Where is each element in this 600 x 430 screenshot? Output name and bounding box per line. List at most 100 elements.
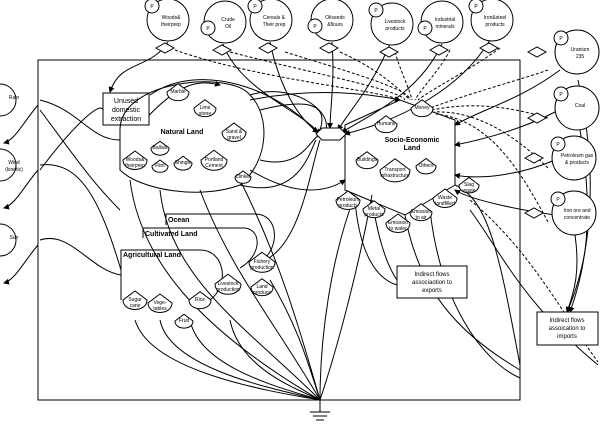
left-source-1: Wind(kinetic) (0, 148, 39, 210)
svg-text:Cereals &: Cereals & (263, 15, 286, 21)
money-flow-line (417, 47, 501, 101)
price-node (550, 136, 566, 152)
money-flow-line (435, 113, 549, 223)
flow-line (149, 79, 317, 133)
svg-text:minerals: minerals (436, 24, 455, 30)
flow-line (229, 319, 321, 401)
price-node (553, 30, 569, 46)
svg-text:extraction: extraction (111, 116, 141, 123)
flow-line (39, 109, 121, 211)
flow-line (39, 107, 104, 171)
flow-line (39, 237, 122, 276)
flow-control-valve (318, 42, 340, 54)
svg-text:concentrate: concentrate (564, 215, 590, 221)
flow-control-valve (526, 112, 548, 124)
money-flow-line (429, 69, 549, 109)
natural-land-store: Flint (151, 159, 169, 173)
land-store: Vege-tables (147, 293, 173, 313)
svg-text:Ocean: Ocean (168, 217, 189, 224)
svg-text:Fruit: Fruit (179, 318, 190, 324)
svg-text:Oilseeds: Oilseeds (325, 15, 345, 21)
svg-text:235: 235 (576, 54, 585, 60)
flow-line (159, 319, 321, 401)
svg-text:P: P (150, 4, 154, 10)
flow-line (259, 103, 323, 131)
natural-land-store: Marble (166, 83, 190, 102)
price-node (553, 86, 569, 102)
svg-text:to water: to water (389, 226, 407, 232)
flow-line (259, 135, 319, 163)
svg-text:imports: imports (557, 334, 577, 340)
flow-line (129, 179, 321, 401)
svg-text:Coal: Coal (575, 103, 585, 109)
flow-line (239, 139, 317, 189)
money-flow-line (469, 199, 599, 363)
land-store: Rice (188, 291, 212, 310)
natural-land-store: Clinker (234, 170, 252, 184)
price-node (550, 191, 566, 207)
svg-text:Sugar: Sugar (128, 297, 142, 303)
svg-text:P: P (206, 26, 210, 32)
svg-text:production: production (250, 265, 274, 271)
flow-control-valve (428, 44, 450, 56)
svg-text:Agricultural Land: Agricultural Land (123, 252, 181, 259)
flow-control-valve (526, 46, 548, 58)
svg-text:Marble: Marble (170, 89, 186, 95)
svg-text:Portland: Portland (205, 157, 224, 163)
svg-text:Their prep: Their prep (263, 22, 286, 28)
flow-line (199, 189, 321, 401)
svg-text:Emission: Emission (411, 209, 432, 215)
price-node (468, 0, 484, 14)
land-layers: Ocean Cultivated Land Agricultural Land (120, 213, 275, 301)
svg-text:Crude: Crude (221, 17, 235, 23)
indirect-imports-box: Indirect flows assoication to imports (536, 311, 599, 346)
flow-control-valve (154, 42, 176, 54)
svg-text:production: production (216, 287, 240, 293)
svg-text:P: P (556, 197, 560, 203)
natural-land-store: Ballast (150, 140, 170, 156)
socio-economic-store: Humans (374, 115, 398, 134)
flow-line (269, 279, 321, 401)
svg-text:Ballast: Ballast (152, 145, 168, 151)
svg-text:Clinker: Clinker (235, 174, 251, 180)
flow-line (327, 41, 334, 129)
svg-text:Flint: Flint (155, 163, 165, 169)
price-node (247, 0, 263, 14)
socio-economic-land: Socio-Economic Land (344, 99, 456, 216)
svg-text:Shingle: Shingle (175, 160, 192, 166)
svg-text:Land: Land (404, 145, 421, 152)
flow-control-valve (523, 152, 545, 164)
flow-line (454, 159, 556, 179)
money-flow-line (433, 111, 549, 169)
svg-text:to air: to air (415, 215, 426, 221)
svg-text:theirprep: theirprep (125, 163, 145, 169)
flow-line (239, 179, 321, 401)
svg-text:landfilled: landfilled (435, 201, 455, 207)
svg-text:Cement: Cement (205, 163, 223, 169)
svg-text:products: products (338, 203, 358, 209)
svg-text:theirprep: theirprep (161, 22, 181, 28)
flow-line (39, 99, 121, 141)
flow-line (344, 39, 491, 136)
svg-text:Fishery: Fishery (254, 259, 271, 265)
svg-text:Woods&: Woods& (126, 157, 145, 163)
flow-control-valve (378, 46, 400, 58)
svg-text:P: P (559, 92, 563, 98)
svg-text:Lime: Lime (200, 105, 211, 111)
svg-text:(kinetic): (kinetic) (5, 167, 23, 173)
svg-text:P: P (253, 4, 257, 10)
